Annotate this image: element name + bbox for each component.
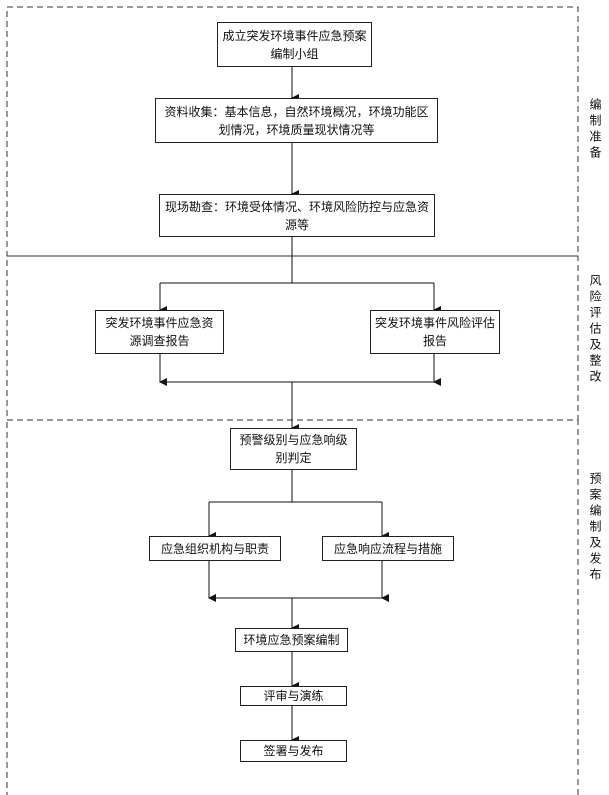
- box-survey-text: 现场勘查：环境受体情况、环境风险防控与应急资源等: [164, 199, 429, 232]
- box-team-text: 成立突发环境事件应急预案编制小组: [222, 28, 367, 61]
- box-resource-report-text: 突发环境事件应急资源调查报告: [105, 316, 214, 348]
- box-compile: 环境应急预案编制: [235, 628, 348, 652]
- box-risk-report: 突发环境事件风险评估报告: [370, 310, 500, 354]
- box-org-text: 应急组织机构与职责: [160, 541, 269, 556]
- box-level: 预警级别与应急响级别判定: [230, 428, 357, 470]
- box-level-text: 预警级别与应急响级别判定: [239, 433, 348, 465]
- box-review-text: 评审与演练: [263, 689, 324, 703]
- box-collect-text: 资料收集：基本信息，自然环境概况，环境功能区划情况，环境质量现状情况等: [164, 104, 429, 137]
- box-resource-report: 突发环境事件应急资源调查报告: [95, 310, 224, 354]
- box-process: 应急响应流程与措施: [322, 536, 454, 561]
- box-org: 应急组织机构与职责: [149, 536, 281, 561]
- stage-label-preparation: 编制准备: [588, 98, 602, 162]
- box-collect: 资料收集：基本信息，自然环境概况，环境功能区划情况，环境质量现状情况等: [155, 98, 438, 143]
- stage-label-compile: 预案编制及发布: [588, 472, 602, 584]
- stage-label-risk: 风险评估及整改: [588, 274, 602, 386]
- box-sign-text: 签署与发布: [263, 744, 324, 758]
- box-team: 成立突发环境事件应急预案编制小组: [217, 22, 372, 67]
- box-process-text: 应急响应流程与措施: [333, 541, 442, 556]
- box-compile-text: 环境应急预案编制: [243, 633, 340, 647]
- box-survey: 现场勘查：环境受体情况、环境风险防控与应急资源等: [159, 194, 435, 237]
- box-risk-report-text: 突发环境事件风险评估报告: [375, 316, 496, 348]
- box-sign: 签署与发布: [240, 740, 347, 762]
- box-review: 评审与演练: [240, 686, 347, 706]
